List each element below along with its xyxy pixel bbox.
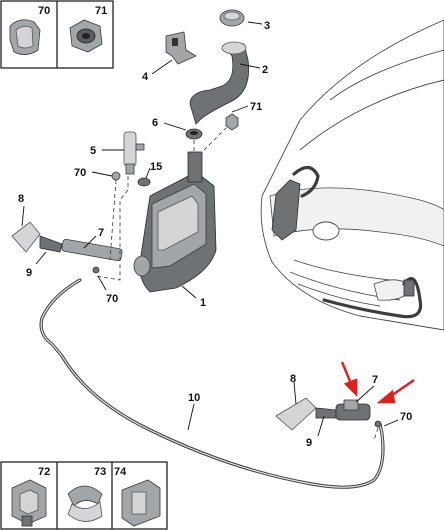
- inset-box-group-bottom: 72 73 74: [0, 461, 168, 530]
- jet-7-left: [61, 238, 123, 262]
- pump-5: [123, 131, 145, 175]
- callout-70-lower: 70: [106, 293, 118, 305]
- callout-8-left: 8: [18, 193, 24, 205]
- car-logo: [312, 221, 340, 241]
- highlight-arrows: [340, 361, 415, 404]
- callout-5: 5: [90, 145, 96, 157]
- reservoir-1-drawing: [133, 151, 217, 293]
- jet-assembly-right: [275, 397, 382, 431]
- seal-6: [185, 128, 203, 140]
- callout-9-right: 9: [306, 437, 312, 449]
- callout-7-right: 7: [372, 374, 378, 386]
- clip-74-drawing: [121, 479, 161, 527]
- bracket-4: [165, 31, 197, 65]
- cover-8-left: [11, 221, 41, 253]
- nut-71: [225, 113, 239, 131]
- inset-label-72: 72: [38, 466, 50, 478]
- callout-9-left: 9: [26, 267, 32, 279]
- clip-73-drawing: [67, 485, 103, 522]
- inset-label-73: 73: [94, 466, 106, 478]
- callout-4: 4: [142, 71, 149, 83]
- inset-frame-bottom: [0, 461, 168, 530]
- grommet-15: [137, 177, 151, 187]
- clip-72-drawing: [11, 479, 47, 527]
- inset-label-71: 71: [95, 5, 107, 17]
- callout-15: 15: [150, 161, 162, 173]
- callout-6: 6: [152, 117, 158, 129]
- washer-hose-10: [39, 278, 385, 489]
- callout-7-left: 7: [98, 227, 104, 239]
- inset-label-74: 74: [114, 466, 127, 478]
- callout-1: 1: [200, 297, 206, 309]
- cap-3: [219, 9, 245, 27]
- clip-70-drawing: [9, 19, 41, 55]
- nut-71-drawing: [69, 19, 103, 53]
- filler-pipe-2: [189, 41, 249, 125]
- jet-assembly-left: [11, 221, 123, 274]
- reservoir-filler-neck: [187, 151, 203, 183]
- assembly-dash-lines: [95, 127, 379, 441]
- callout-2: 2: [262, 64, 268, 76]
- callout-8-right: 8: [290, 373, 296, 385]
- clip-70-small: [111, 171, 121, 181]
- callout-10: 10: [188, 392, 200, 404]
- callout-70-upper: 70: [74, 167, 86, 179]
- callout-labels: 3 2 4 6 71 5 70 15 8 7 9 70 1 10 8 7 9 7…: [18, 20, 412, 449]
- reservoir-pump-seat: [133, 255, 151, 277]
- inset-box-group-top: 70 71: [0, 0, 114, 69]
- inset-label-70: 70: [38, 5, 50, 17]
- car-front-drawing: [260, 19, 444, 331]
- callout-71: 71: [250, 101, 262, 113]
- callout-70-right: 70: [400, 411, 412, 423]
- callout-3: 3: [264, 20, 270, 32]
- leader-lines: [21, 21, 399, 437]
